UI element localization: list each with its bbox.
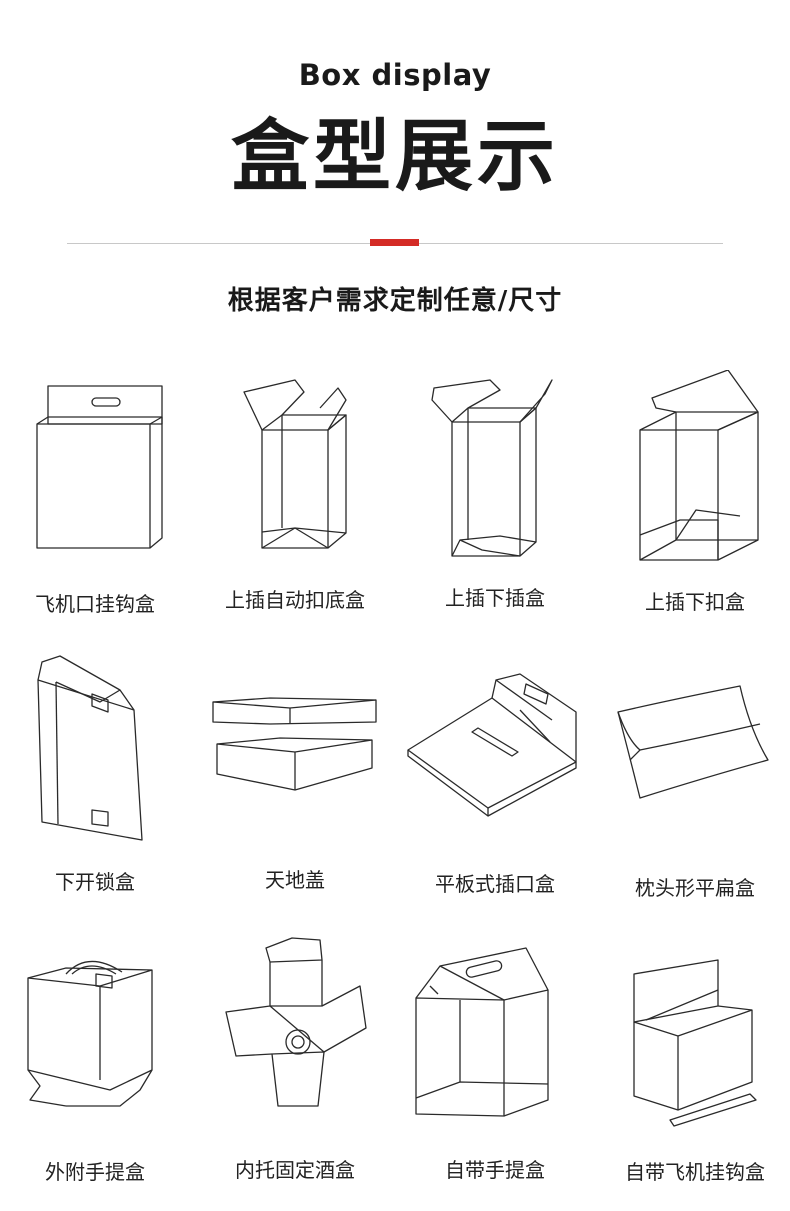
- tuck-snap-box-icon: [639, 370, 759, 561]
- box-item-external-handle: 外附手提盒: [0, 930, 190, 1190]
- box-item-built-in-handle: 自带手提盒: [400, 930, 590, 1190]
- built-in-hook-box-icon: [633, 959, 757, 1127]
- box-item-tuck-snap: 上插下扣盒: [600, 370, 790, 630]
- divider-accent-bar: [370, 239, 419, 246]
- bottom-lock-box-icon: [37, 655, 143, 841]
- box-label: 上插下扣盒: [645, 590, 745, 614]
- title-english: Box display: [298, 58, 492, 92]
- box-label: 上插自动扣底盒: [225, 588, 365, 612]
- box-label: 外附手提盒: [45, 1160, 145, 1184]
- box-item-flat-tuck: 平板式插口盒: [400, 650, 590, 910]
- box-item-lid-base: 天地盖: [200, 650, 390, 910]
- box-label: 飞机口挂钩盒: [35, 592, 155, 616]
- box-label: 天地盖: [265, 868, 325, 892]
- box-label: 自带飞机挂钩盒: [625, 1160, 765, 1184]
- flat-tuck-box-icon: [407, 673, 577, 817]
- box-label: 平板式插口盒: [435, 872, 555, 896]
- wine-insert-box-icon: [225, 937, 367, 1107]
- box-label: 下开锁盒: [55, 870, 135, 894]
- lid-base-box-icon: [212, 697, 377, 791]
- box-item-auto-lock-bottom: 上插自动扣底盒: [200, 370, 390, 630]
- tuck-end-box-icon: [431, 379, 553, 557]
- box-item-tuck-end: 上插下插盒: [400, 370, 590, 630]
- box-item-wine-insert: 内托固定酒盒: [200, 930, 390, 1190]
- box-label: 自带手提盒: [445, 1158, 545, 1182]
- box-item-pillow: 枕头形平扁盒: [600, 650, 790, 910]
- box-label: 枕头形平扁盒: [635, 876, 755, 900]
- box-item-hang-hook: 飞机口挂钩盒: [0, 370, 190, 630]
- hang-hook-box-icon: [36, 385, 163, 549]
- external-handle-box-icon: [27, 960, 153, 1107]
- box-item-built-in-hook: 自带飞机挂钩盒: [600, 930, 790, 1190]
- box-item-bottom-lock: 下开锁盒: [0, 650, 190, 910]
- auto-lock-bottom-box-icon: [243, 379, 347, 549]
- subtitle: 根据客户需求定制任意/尺寸: [227, 286, 563, 316]
- box-label: 上插下插盒: [445, 586, 545, 610]
- pillow-box-icon: [617, 685, 769, 799]
- box-label: 内托固定酒盒: [235, 1158, 355, 1182]
- title-chinese: 盒型展示: [230, 112, 559, 202]
- built-in-handle-box-icon: [415, 947, 549, 1117]
